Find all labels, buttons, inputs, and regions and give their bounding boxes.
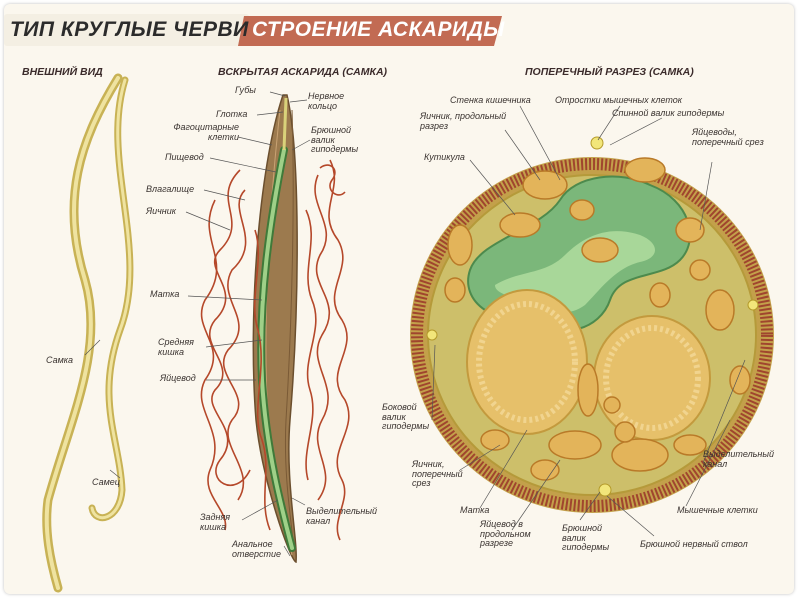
label-hindgut: Задняя кишка: [200, 513, 242, 532]
female-worm: [47, 78, 118, 588]
label-uterus-cross: Матка: [460, 506, 489, 516]
label-nerve-ring: Нервное кольцо: [308, 92, 358, 111]
label-esophagus: Пищевод: [165, 153, 204, 163]
label-ovary-longitudinal: Яичник, продольный разрез: [420, 112, 530, 131]
label-ovary: Яичник: [146, 207, 176, 217]
label-ventral-cord-cross: Брюшной валик гиподермы: [562, 524, 624, 553]
label-anus: Анальное отверстие: [232, 540, 292, 559]
label-vagina: Влагалище: [146, 185, 194, 195]
label-uterus: Матка: [150, 290, 179, 300]
label-dorsal-cord: Спинной валик гиподермы: [612, 109, 724, 119]
male-worm: [92, 80, 130, 518]
label-phagocytic: Фагоцитарные клетки: [157, 123, 239, 142]
label-gut-wall: Стенка кишечника: [450, 96, 531, 106]
label-lips: Губы: [235, 86, 256, 96]
label-excretory-canal: Выделительный канал: [306, 507, 386, 526]
label-cuticle: Кутикула: [424, 153, 465, 163]
label-pharynx: Глотка: [216, 110, 247, 120]
label-male: Самец: [92, 478, 120, 488]
label-ventral-nerve: Брюшной нервный ствол: [640, 540, 748, 550]
label-muscle-cells: Мышечные клетки: [677, 506, 758, 516]
label-lateral-cord: Боковой валик гиподермы: [382, 403, 440, 432]
label-muscle-processes: Отростки мышечных клеток: [555, 96, 682, 106]
label-excretory-cross: Выделительный канал: [703, 450, 771, 469]
label-oviduct-longitudinal: Яйцевод в продольном разрезе: [480, 520, 552, 549]
label-ovary-cross: Яичник, поперечный срез: [412, 460, 467, 489]
label-ventral-cord: Брюшной валик гиподермы: [311, 126, 371, 155]
label-oviducts-cross: Яйцеводы, поперечный срез: [692, 128, 782, 147]
label-midgut: Средняя кишка: [158, 338, 206, 357]
label-oviduct: Яйцевод: [160, 374, 196, 384]
label-female: Самка: [46, 356, 73, 366]
